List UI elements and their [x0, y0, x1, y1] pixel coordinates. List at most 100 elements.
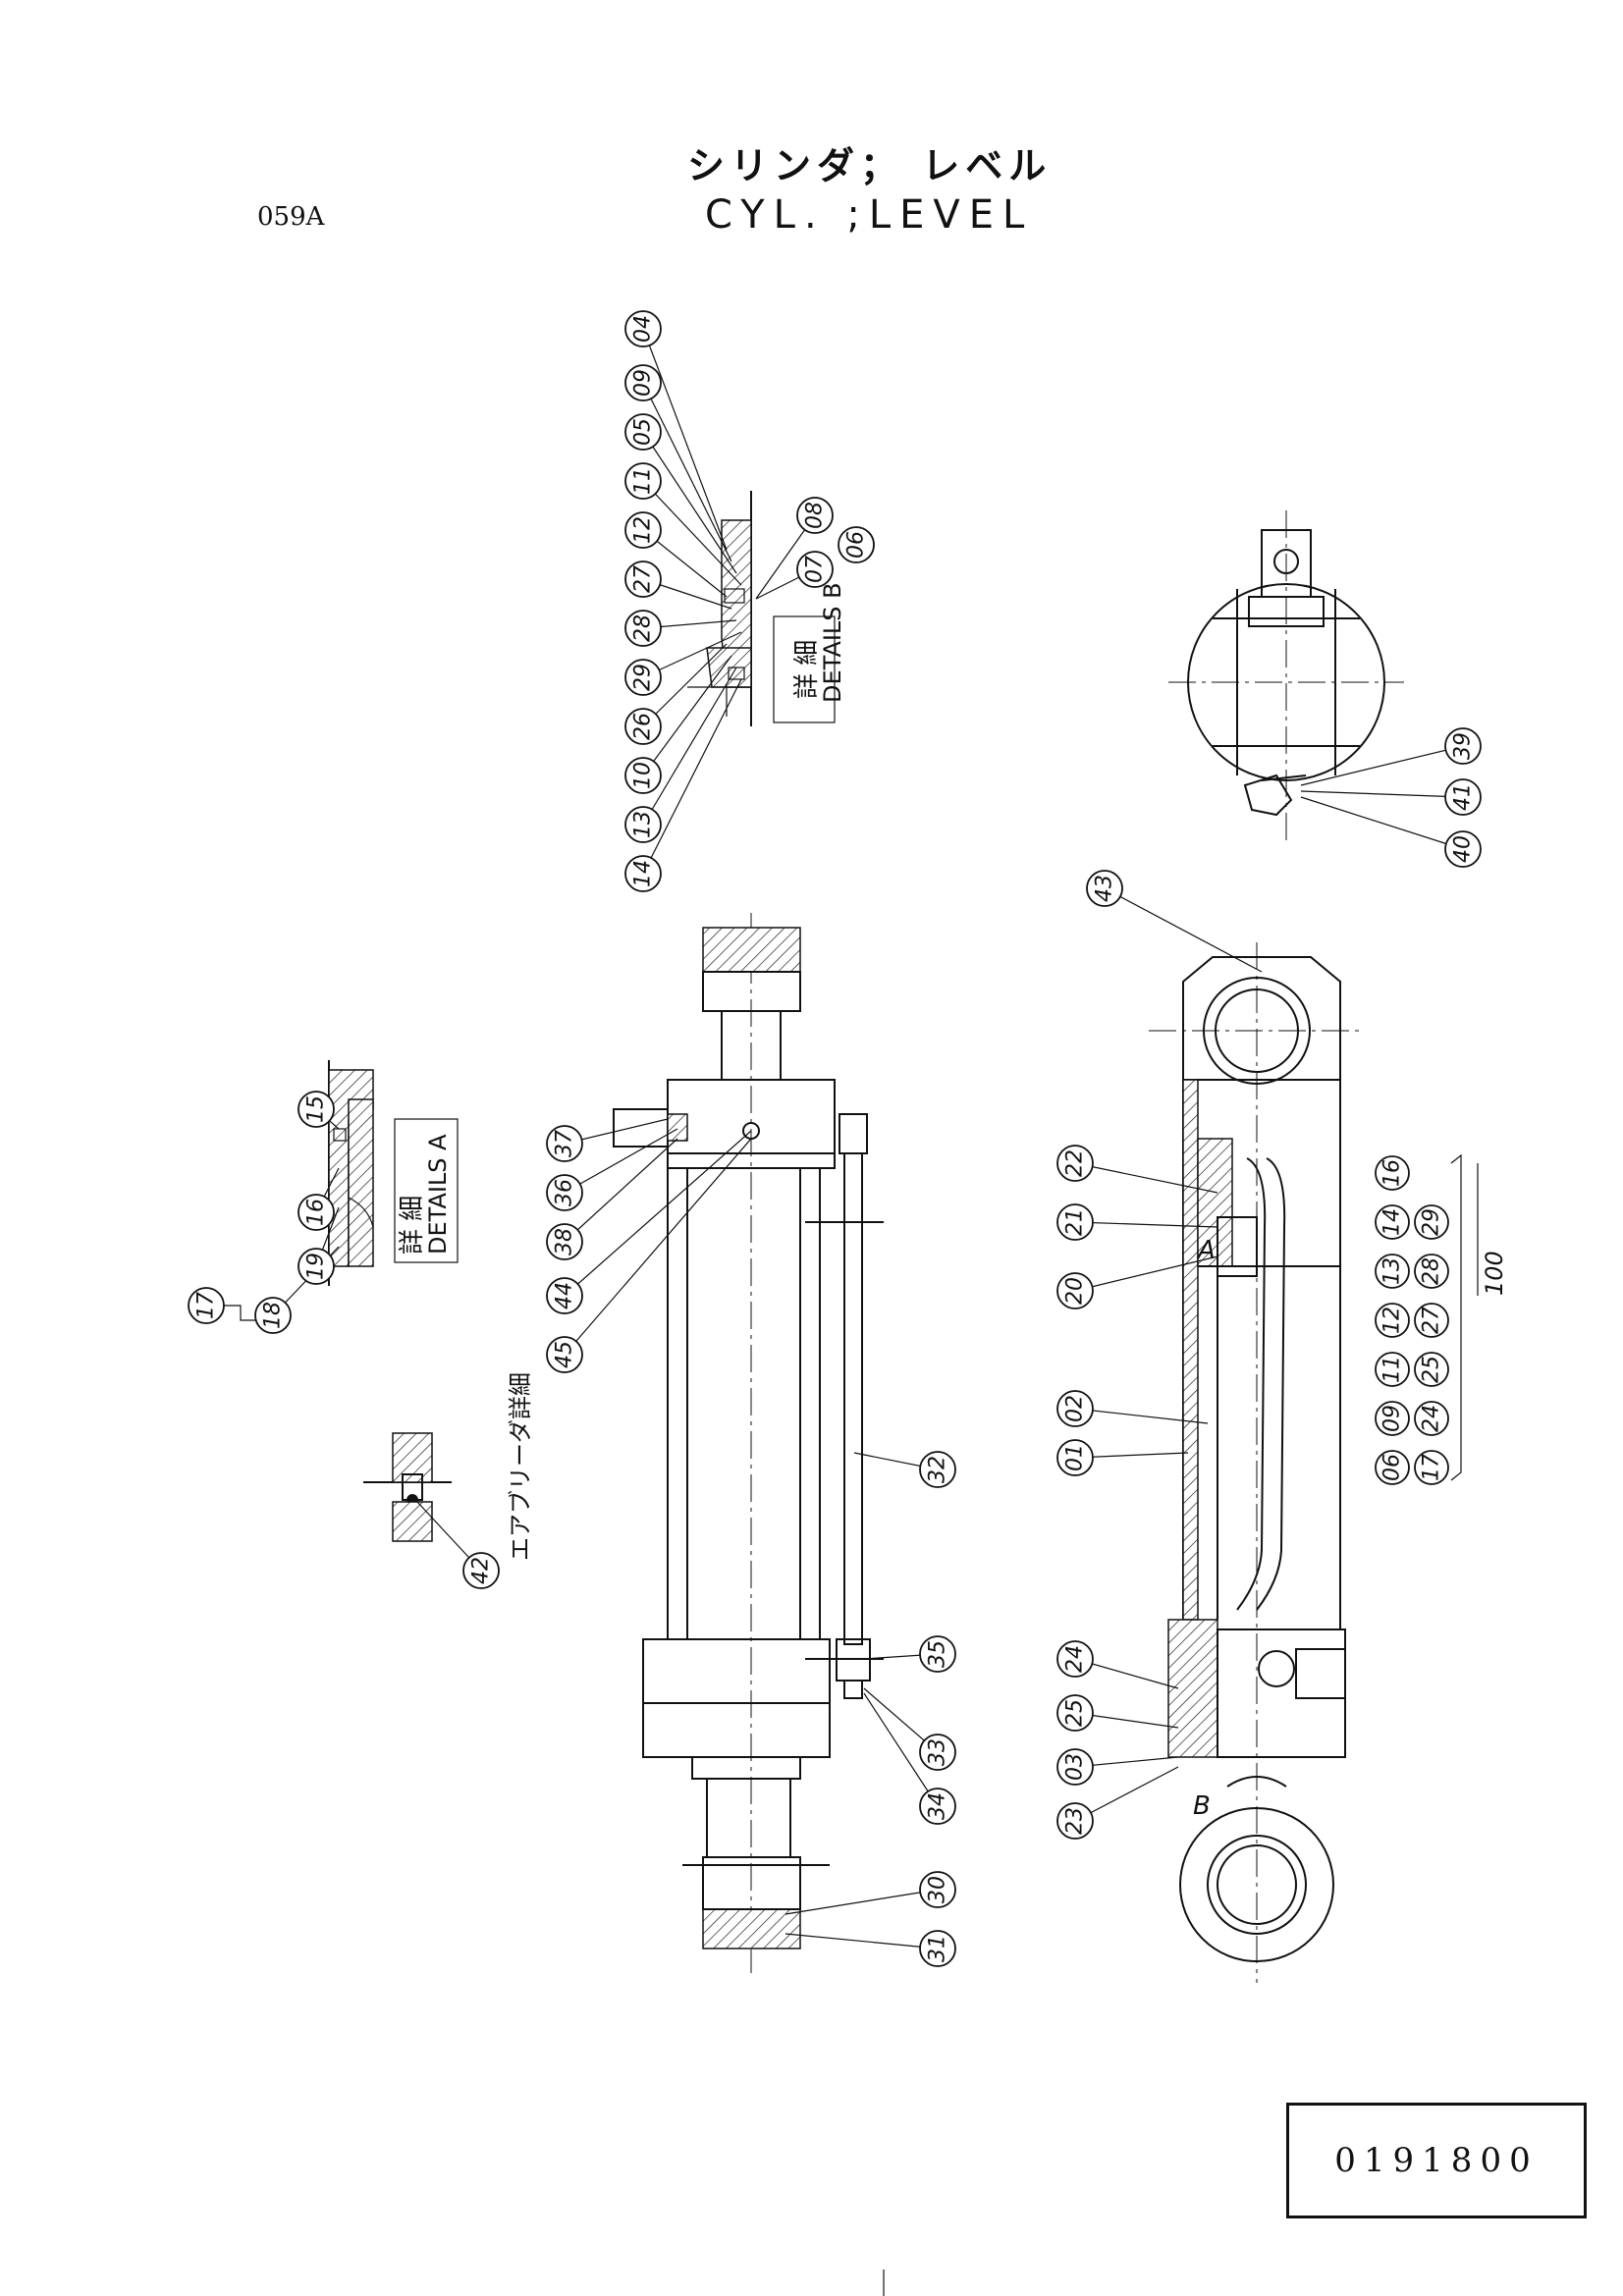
callout-number: 45: [553, 1341, 577, 1368]
callout-17: 17: [1414, 1450, 1449, 1485]
callout-26: 26: [624, 708, 662, 745]
callout-circle: [188, 1287, 225, 1324]
callout-circle: [298, 1091, 335, 1128]
callout-40: 40: [1444, 830, 1482, 868]
callout-24: 24: [1056, 1640, 1094, 1678]
callout-24: 24: [1414, 1401, 1449, 1436]
callout-circle: [919, 1930, 956, 1967]
details-a-en: DETAILS A: [424, 1134, 452, 1255]
air-bleeder-view: エアブリーダ詳細: [363, 1372, 534, 1561]
callout-number: 15: [304, 1095, 329, 1123]
leader-line: [1074, 1162, 1218, 1194]
callout-number: 21: [1063, 1208, 1088, 1236]
details-b-en: DETAILS B: [819, 582, 846, 703]
details-b-jp: 詳 細: [792, 640, 822, 699]
callout-number: 06: [844, 531, 869, 559]
callout-09: 09: [624, 364, 662, 401]
callout-12: 12: [624, 511, 662, 549]
kit-suffix: 100: [1481, 1251, 1508, 1296]
callout-22: 22: [1056, 1145, 1094, 1182]
callout-13: 13: [1375, 1254, 1410, 1289]
callout-circle: [1414, 1204, 1449, 1240]
callout-circle: [838, 526, 875, 563]
callout-14: 14: [1375, 1204, 1410, 1240]
callout-circle: [1375, 1155, 1410, 1191]
callout-28: 28: [1414, 1254, 1449, 1289]
callout-circle: [1375, 1401, 1410, 1436]
sheet-code: 059A: [257, 202, 325, 232]
callout-circle: [1375, 1352, 1410, 1387]
callout-number: 28: [1420, 1257, 1444, 1285]
callout-14: 14: [624, 855, 662, 892]
callout-number: 26: [631, 713, 656, 740]
callout-circle: [624, 310, 662, 347]
callout-23: 23: [1056, 1802, 1094, 1840]
callout-number: 27: [1420, 1307, 1444, 1334]
callout-number: 31: [926, 1935, 950, 1962]
callout-number: 13: [631, 811, 656, 838]
callout-circle: [1056, 1390, 1094, 1427]
callout-circle: [1056, 1272, 1094, 1309]
callout-circle: [1444, 830, 1482, 868]
leader-line: [642, 431, 737, 574]
leader-line: [642, 480, 742, 586]
callout-number: 35: [926, 1640, 950, 1668]
callout-number: 33: [926, 1738, 950, 1766]
callout-25: 25: [1056, 1694, 1094, 1732]
callout-number: 34: [926, 1792, 950, 1820]
callout-number: 16: [1380, 1159, 1405, 1187]
leader-line: [642, 328, 728, 551]
callout-number: 09: [631, 369, 656, 397]
callout-44: 44: [546, 1277, 583, 1314]
callout-circle: [624, 364, 662, 401]
callout-circle: [546, 1125, 583, 1162]
leader-line: [784, 1889, 939, 1915]
leader-line: [642, 643, 728, 727]
leader-line: [642, 655, 732, 776]
callout-circle: [1414, 1401, 1449, 1436]
callout-07: 07: [796, 551, 834, 588]
callout-circle: [919, 1734, 956, 1771]
callout-circle: [546, 1277, 583, 1314]
callout-16: 16: [1375, 1155, 1410, 1191]
callout-number: 07: [803, 556, 828, 583]
callout-number: 24: [1420, 1405, 1444, 1432]
title-english: CYL. ;LEVEL: [705, 192, 1034, 238]
details-a-view: 詳 細 DETAILS A: [328, 1060, 459, 1286]
callout-number: 28: [631, 614, 656, 642]
callout-circle: [624, 708, 662, 745]
callout-06: 06: [1375, 1450, 1410, 1485]
callout-circle: [1056, 1203, 1094, 1241]
leader-line: [564, 1138, 678, 1243]
callout-number: 11: [631, 467, 656, 495]
callout-circle: [1444, 778, 1482, 816]
callout-06: 06: [838, 526, 875, 563]
leader-line: [1104, 887, 1263, 973]
callout-number: 02: [1063, 1395, 1088, 1422]
callout-37: 37: [546, 1125, 583, 1162]
callout-number: 16: [304, 1199, 329, 1226]
callout-circle: [624, 413, 662, 451]
callout-circle: [546, 1223, 583, 1260]
callout-11: 11: [1375, 1352, 1410, 1387]
callout-circle: [546, 1174, 583, 1211]
callout-number: 20: [1063, 1277, 1088, 1305]
callout-29: 29: [624, 659, 662, 696]
side-view: [613, 913, 884, 1973]
callout-number: 13: [1380, 1257, 1405, 1285]
callout-number: 22: [1063, 1149, 1088, 1177]
callout-circle: [1056, 1802, 1094, 1840]
callout-circle: [919, 1788, 956, 1825]
callout-number: 06: [1380, 1454, 1405, 1481]
callout-circle: [298, 1194, 335, 1231]
leader-line: [1074, 1408, 1209, 1424]
part-number: 0191800: [1334, 2141, 1539, 2180]
leader-line: [564, 1128, 678, 1194]
details-b-view: 詳 細 DETAILS B: [687, 491, 846, 726]
callout-number: 03: [1063, 1753, 1088, 1781]
callout-circle: [1414, 1352, 1449, 1387]
callout-45: 45: [546, 1336, 583, 1373]
